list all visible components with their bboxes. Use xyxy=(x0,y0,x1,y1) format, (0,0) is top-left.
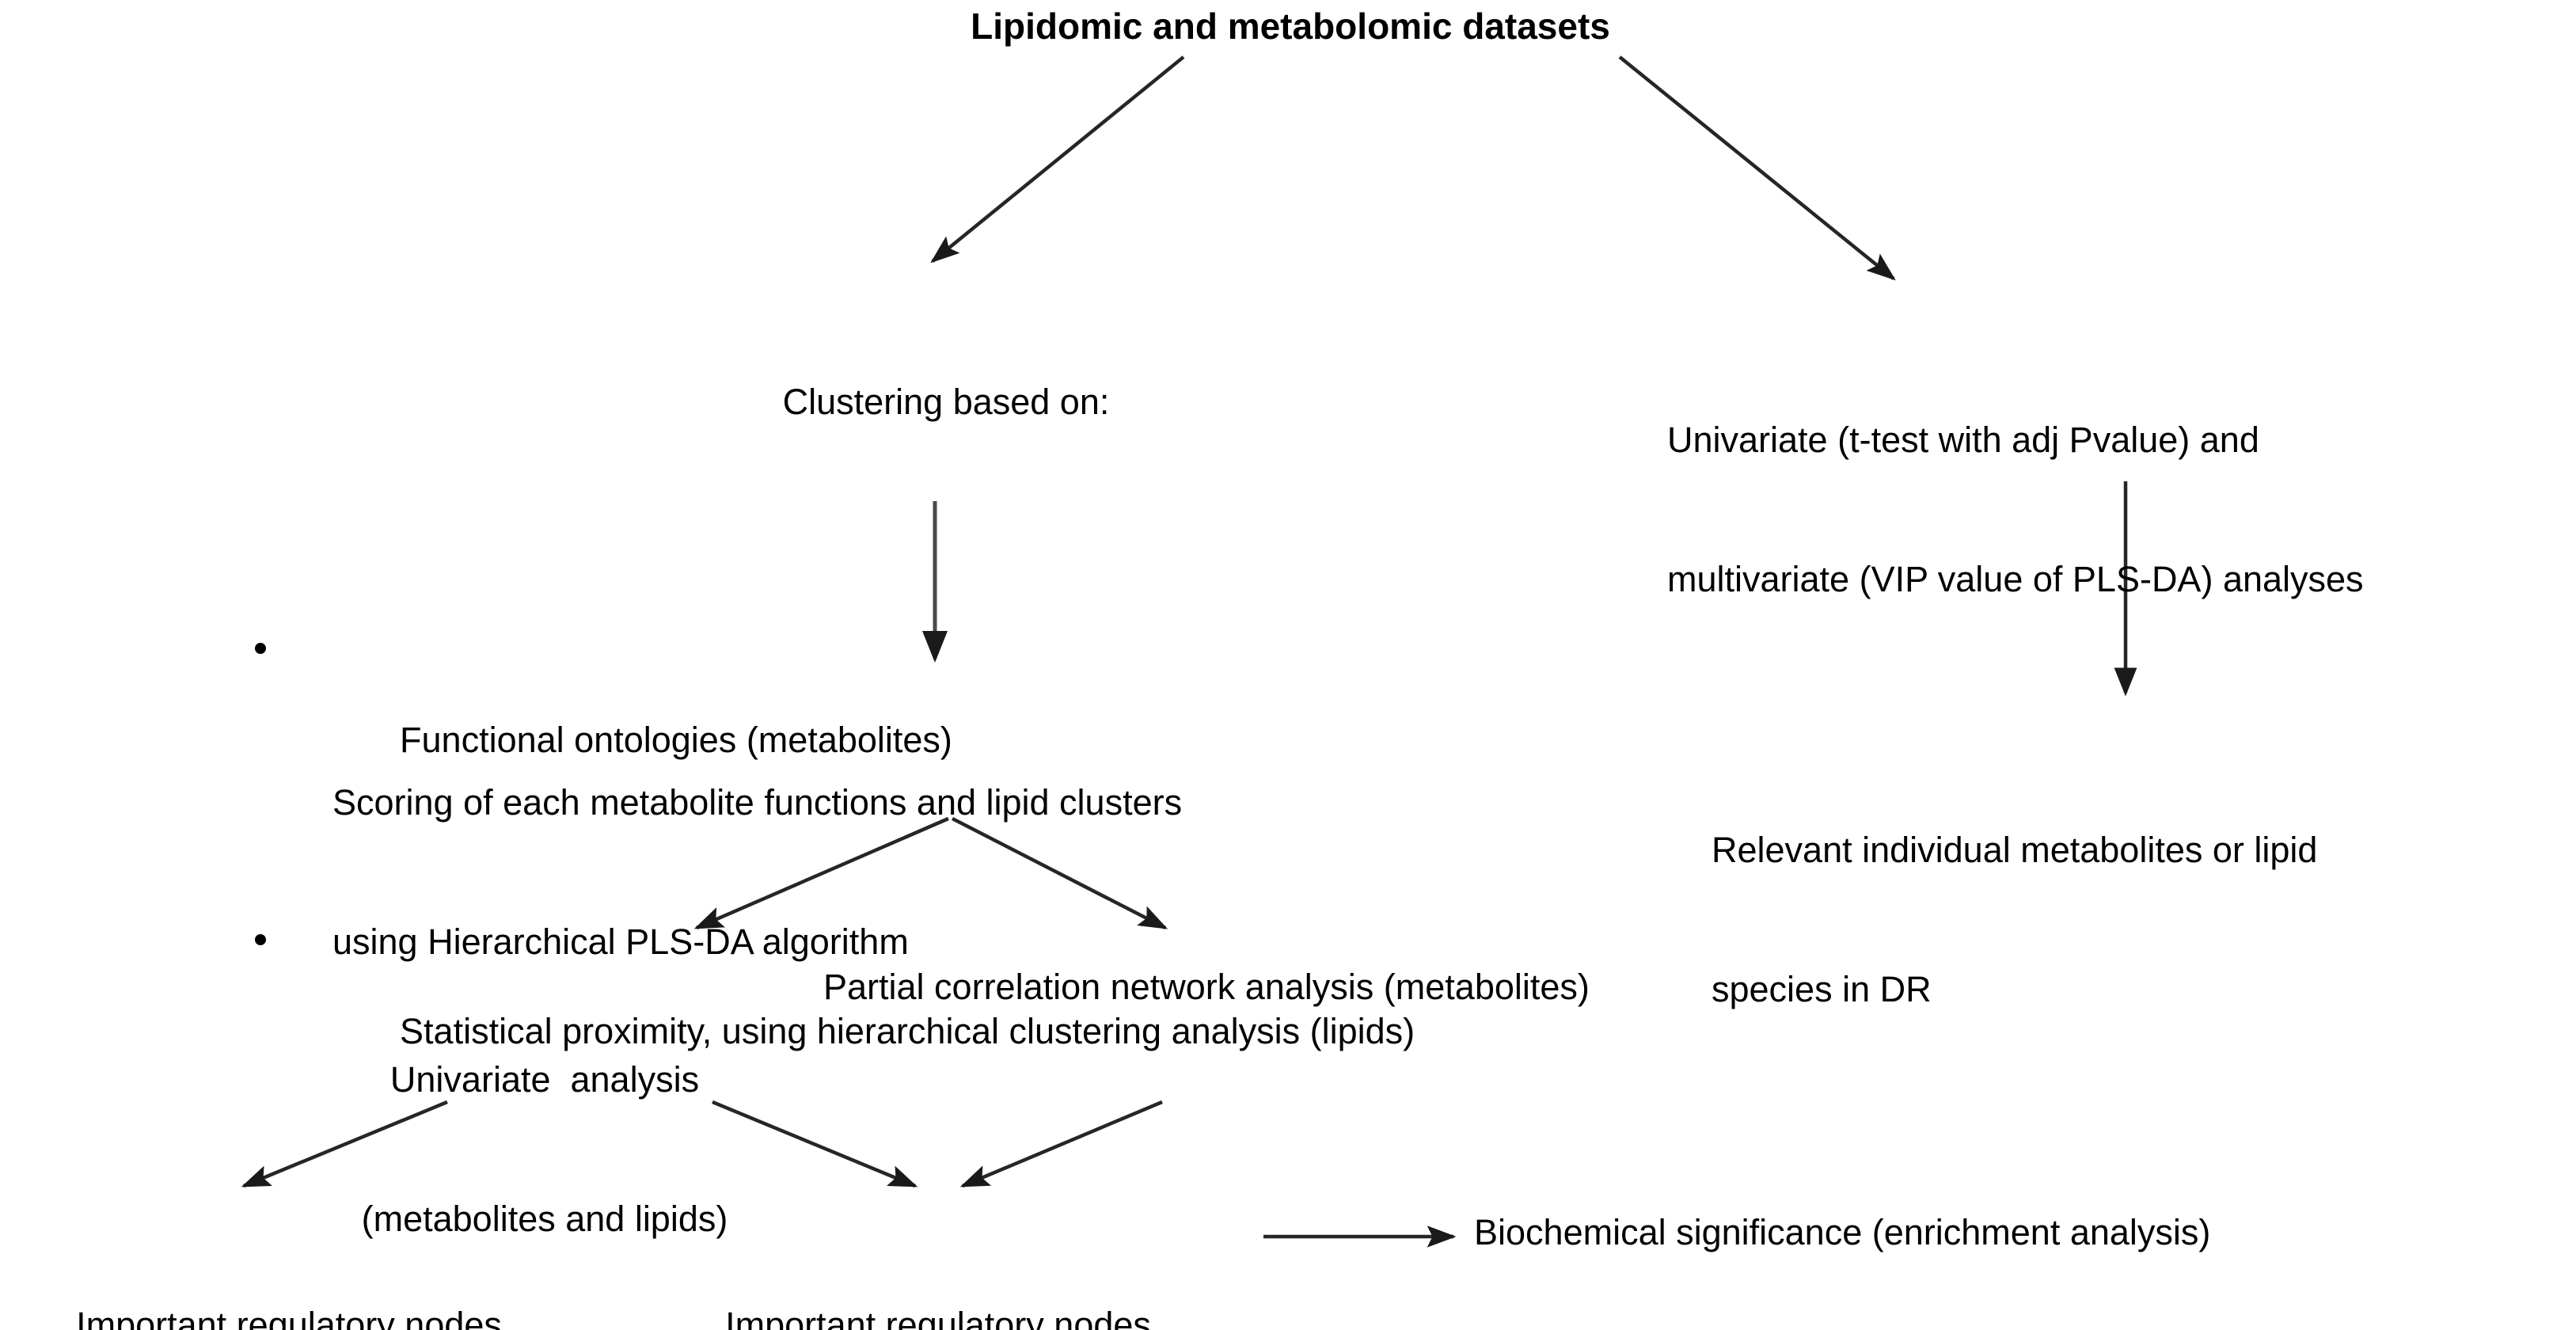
node-univariate-analysis-line2: (metabolites and lipids) xyxy=(361,1198,728,1239)
node-scoring-line2: using Hierarchical PLS-DA algorithm xyxy=(332,921,909,962)
node-scoring-line1: Scoring of each metabolite functions and… xyxy=(332,782,1183,823)
list-item: Statistical proximity, using hierarchica… xyxy=(237,916,1655,1101)
edge-title-to-clustering xyxy=(930,55,1185,264)
node-clustering: Clustering based on: Functional ontologi… xyxy=(237,287,1655,1286)
node-relevant-line1: Relevant individual metabolites or lipid xyxy=(1712,830,2318,870)
clustering-bullet-label: Functional ontologies (metabolites) xyxy=(400,719,952,760)
node-biochemical-significance: Biochemical significance (enrichment ana… xyxy=(1474,1212,2211,1252)
node-clustering-heading: Clustering based on: xyxy=(782,382,1110,422)
node-univariate-analysis: Univariate analysis (metabolites and lip… xyxy=(299,964,790,1330)
node-regulatory-nodes-lipids-line1: Important regulatory nodes xyxy=(76,1305,502,1330)
node-univariate-analysis-line1: Univariate analysis xyxy=(389,1059,700,1100)
page-title: Lipidomic and metabolomic datasets xyxy=(971,6,1610,47)
bullet-dot-icon xyxy=(255,642,266,654)
edge-title-to-univariate-multivariate xyxy=(1618,55,1896,281)
node-relevant-metabolites: Relevant individual metabolites or lipid… xyxy=(1712,735,2574,1105)
node-univariate-multivariate: Univariate (t-test with adj Pvalue) and … xyxy=(1667,325,2562,695)
list-item: Functional ontologies (metabolites) xyxy=(237,625,1655,810)
node-regulatory-nodes-lipids: Important regulatory nodes (lipids) xyxy=(0,1210,578,1330)
bullet-dot-icon xyxy=(255,933,266,945)
node-partial-correlation: Partial correlation network analysis (me… xyxy=(823,967,1590,1007)
clustering-bullet-label: Statistical proximity, using hierarchica… xyxy=(400,1010,1415,1051)
node-univariate-multivariate-line1: Univariate (t-test with adj Pvalue) and xyxy=(1667,420,2259,460)
node-regulatory-nodes-metabolites-line1: Important regulatory nodes xyxy=(725,1305,1151,1330)
node-univariate-multivariate-line2: multivariate (VIP value of PLS-DA) analy… xyxy=(1667,558,2364,599)
node-regulatory-nodes-metabolites: Important regulatory nodes (metabolites) xyxy=(649,1210,1227,1330)
node-scoring: Scoring of each metabolite functions and… xyxy=(332,687,1504,1058)
node-relevant-line2: species in DR xyxy=(1712,968,1932,1009)
clustering-bullet-list: Functional ontologies (metabolites) Stat… xyxy=(237,519,1655,1194)
